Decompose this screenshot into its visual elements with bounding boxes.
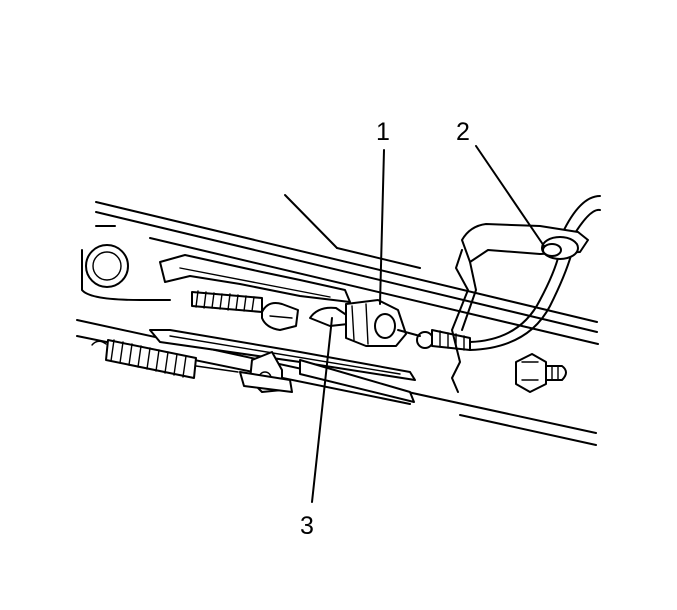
callout-label-1: 1 xyxy=(376,118,390,146)
callout-leaders xyxy=(311,145,545,503)
callout-label-2: 2 xyxy=(456,118,470,146)
leader-line-1 xyxy=(379,149,385,305)
cable-clip xyxy=(261,302,349,331)
lower-lever xyxy=(239,359,415,403)
upper-return-spring xyxy=(191,290,263,313)
cable-connector xyxy=(345,299,471,351)
lower-return-spring xyxy=(91,339,239,379)
callout-labels: 1 2 3 xyxy=(300,118,470,540)
leader-line-3 xyxy=(311,317,333,503)
cable-bracket xyxy=(451,223,589,393)
stud-nut xyxy=(515,353,567,393)
frame-hole xyxy=(85,244,129,288)
leader-line-2 xyxy=(475,145,545,247)
cable-housing xyxy=(469,195,601,351)
callout-label-3: 3 xyxy=(300,512,314,540)
